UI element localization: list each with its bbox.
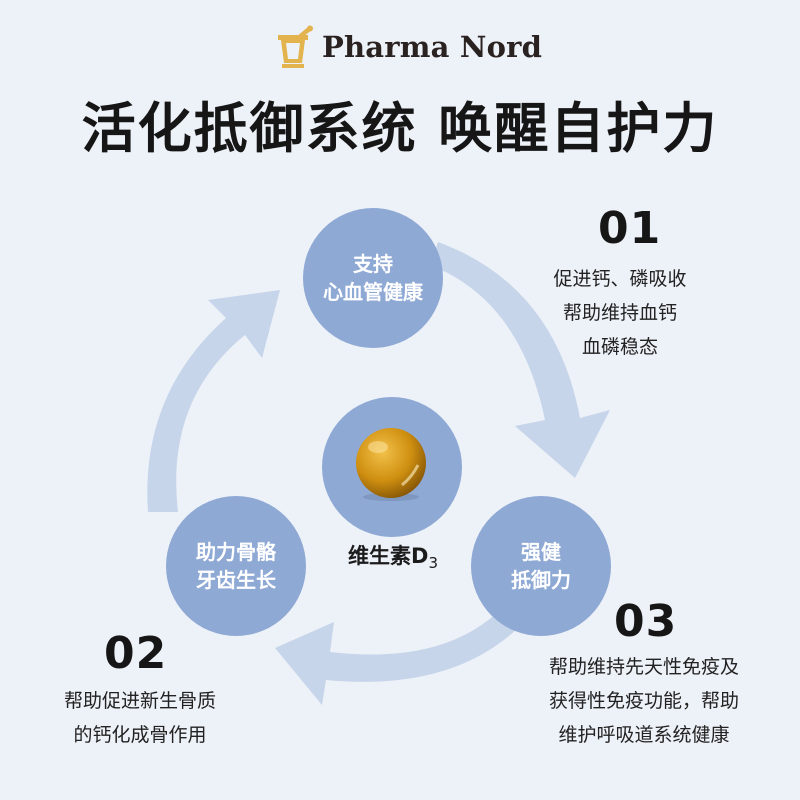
benefit-circle-bone: 助力骨骼 牙齿生长 bbox=[166, 496, 306, 636]
benefit-description: 帮助维持先天性免疫及 获得性免疫功能，帮助 维护呼吸道系统健康 bbox=[514, 650, 774, 752]
softgel-image bbox=[356, 428, 426, 501]
center-label: 维生素D3 bbox=[300, 540, 486, 572]
benefit-description: 促进钙、磷吸收 帮助维持血钙 血磷稳态 bbox=[520, 262, 720, 364]
desc-line: 血磷稳态 bbox=[581, 336, 658, 358]
desc-line: 获得性免疫功能，帮助 bbox=[548, 690, 739, 712]
desc-line: 帮助维持血钙 bbox=[562, 302, 677, 324]
desc-line: 帮助促进新生骨质 bbox=[63, 690, 216, 712]
circle-label-line: 牙齿生长 bbox=[196, 568, 276, 592]
headline: 活化抵御系统 唤醒自护力 bbox=[81, 97, 719, 160]
brand-name: Pharma Nord bbox=[322, 30, 543, 64]
benefit-circle-heart: 支持 心血管健康 bbox=[303, 208, 443, 348]
circle-label-line: 心血管健康 bbox=[323, 280, 423, 304]
circle-label-line: 支持 bbox=[353, 252, 393, 276]
circle-label-line: 抵御力 bbox=[511, 568, 571, 592]
brand-logo: Pharma Nord bbox=[276, 22, 542, 72]
benefit-circle-immunity: 强健 抵御力 bbox=[471, 496, 611, 636]
desc-line: 帮助维持先天性免疫及 bbox=[548, 656, 739, 678]
circle-label-line: 助力骨骼 bbox=[196, 540, 276, 564]
desc-line: 促进钙、磷吸收 bbox=[553, 268, 687, 290]
arrow-top-to-right bbox=[430, 242, 610, 478]
mortar-pestle-icon bbox=[278, 25, 313, 68]
desc-line: 的钙化成骨作用 bbox=[73, 724, 207, 746]
center-label-sub: 3 bbox=[428, 554, 438, 573]
center-label-main: 维生素D bbox=[348, 544, 429, 568]
desc-line: 维护呼吸道系统健康 bbox=[558, 724, 730, 746]
benefit-number: 03 bbox=[614, 596, 678, 647]
circle-label-line: 强健 bbox=[521, 540, 561, 564]
benefit-number: 01 bbox=[598, 203, 662, 254]
benefit-description: 帮助促进新生骨质 的钙化成骨作用 bbox=[30, 684, 250, 752]
arrow-right-to-left bbox=[275, 612, 518, 705]
arrow-left-to-top bbox=[147, 290, 280, 512]
benefit-number: 02 bbox=[104, 628, 168, 679]
